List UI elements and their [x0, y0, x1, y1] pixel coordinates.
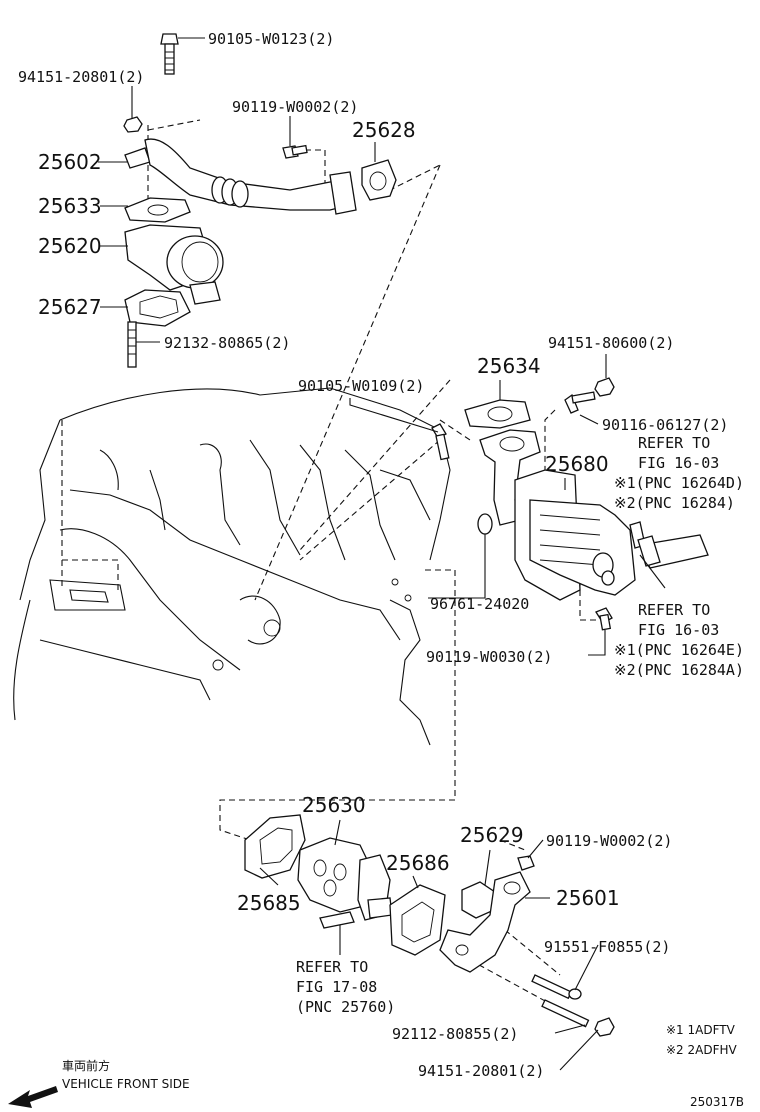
ref1-line4: ※2(PNC 16284) — [614, 494, 735, 512]
ref3-line1: REFER TO — [296, 958, 368, 976]
label-94151-20801-upper: 94151-20801(2) — [18, 68, 144, 86]
label-25629: 25629 — [460, 823, 524, 847]
ref1-line1: REFER TO — [638, 434, 710, 452]
ref1-line3: ※1(PNC 16264D) — [614, 474, 744, 492]
label-25601: 25601 — [556, 886, 620, 910]
label-96761-24020: 96761-24020 — [430, 595, 529, 613]
lower-egr-group — [244, 814, 615, 1037]
engine-outline — [13, 387, 451, 746]
label-91551-F0855: 91551-F0855(2) — [544, 938, 670, 956]
label-90105-W0123: 90105-W0123(2) — [208, 30, 334, 48]
ref2-line2: FIG 16-03 — [638, 621, 719, 639]
direction-label-en: VEHICLE FRONT SIDE — [62, 1077, 190, 1091]
label-25686: 25686 — [386, 851, 450, 875]
figure-id: 250317B — [690, 1095, 744, 1109]
part-labels: 90105-W0123(2) 94151-20801(2) 90119-W000… — [18, 30, 728, 1080]
label-25634: 25634 — [477, 354, 541, 378]
label-90119-W0002-upper: 90119-W0002(2) — [232, 98, 358, 116]
ref1-line2: FIG 16-03 — [638, 454, 719, 472]
egr-cooler-group — [431, 377, 709, 631]
ref2-line3: ※1(PNC 16264E) — [614, 641, 744, 659]
ref2-line1: REFER TO — [638, 601, 710, 619]
label-25602: 25602 — [38, 150, 102, 174]
label-25680: 25680 — [545, 452, 609, 476]
label-90105-W0109: 90105-W0109(2) — [298, 377, 424, 395]
label-25627: 25627 — [38, 295, 102, 319]
label-25620: 25620 — [38, 234, 102, 258]
upper-egr-group — [123, 33, 397, 368]
label-90119-W0002-lower: 90119-W0002(2) — [546, 832, 672, 850]
label-25630: 25630 — [302, 793, 366, 817]
label-25685: 25685 — [237, 891, 301, 915]
label-25633: 25633 — [38, 194, 102, 218]
legend-note-1: ※1 1ADFTV — [666, 1023, 736, 1037]
ref3-line3: (PNC 25760) — [296, 998, 395, 1016]
leader-lines — [98, 37, 666, 1071]
label-90119-W0030: 90119-W0030(2) — [426, 648, 552, 666]
label-92112-80855: 92112-80855(2) — [392, 1025, 518, 1043]
label-92132-80865: 92132-80865(2) — [164, 334, 290, 352]
legend: ※1 1ADFTV ※2 2ADFHV — [666, 1023, 738, 1057]
reference-notes: REFER TO FIG 16-03 ※1(PNC 16264D) ※2(PNC… — [296, 434, 744, 1016]
vehicle-direction: 車両前方 VEHICLE FRONT SIDE — [8, 1058, 190, 1108]
label-94151-20801-lower: 94151-20801(2) — [418, 1062, 544, 1080]
label-90116-06127: 90116-06127(2) — [602, 416, 728, 434]
label-94151-80600: 94151-80600(2) — [548, 334, 674, 352]
label-25628: 25628 — [352, 118, 416, 142]
legend-note-2: ※2 2ADFHV — [666, 1043, 738, 1057]
ref3-line2: FIG 17-08 — [296, 978, 377, 996]
ref2-line4: ※2(PNC 16284A) — [614, 661, 744, 679]
direction-arrow-icon — [8, 1086, 58, 1108]
direction-label-jp: 車両前方 — [62, 1058, 110, 1073]
